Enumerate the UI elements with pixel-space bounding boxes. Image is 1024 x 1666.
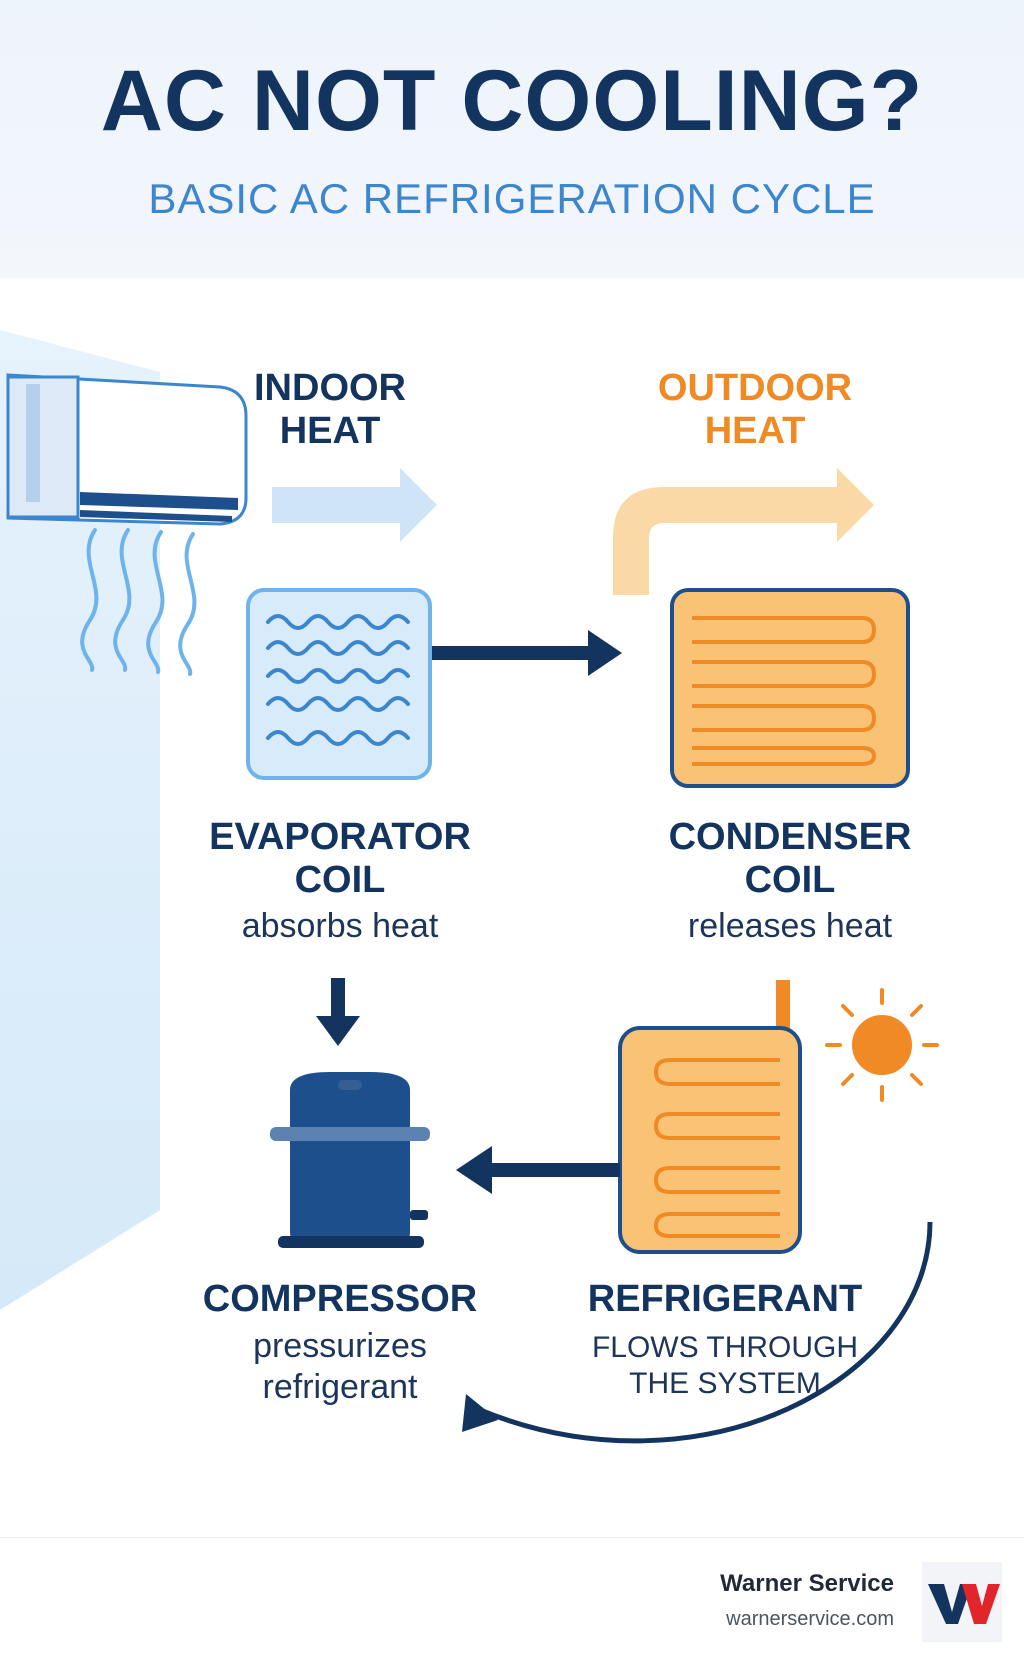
refrigerant-desc-line-2: THE SYSTEM (629, 1367, 821, 1400)
compressor-title: COMPRESSOR (170, 1278, 510, 1321)
ac-unit-icon (6, 373, 248, 676)
outdoor-heat-line-2: HEAT (704, 409, 806, 452)
brand-name[interactable]: Warner Service (720, 1570, 894, 1597)
refrigerant-desc-line-1: FLOWS THROUGH (591, 1331, 859, 1364)
condenser-title: CONDENSER COIL (640, 816, 940, 901)
indoor-heat-label: INDOOR HEAT (210, 367, 450, 452)
brand-logo[interactable] (922, 1562, 1002, 1642)
sun-icon (825, 988, 939, 1102)
compressor-icon (270, 1072, 430, 1248)
condenser-coil-icon (670, 588, 910, 788)
return-flow-arrow (462, 1221, 933, 1444)
compressor-desc: pressurizes refrigerant (170, 1326, 510, 1408)
evaporator-desc: absorbs heat (190, 906, 490, 947)
outdoor-heat-arrow (613, 468, 874, 595)
indoor-heat-line-1: INDOOR (254, 367, 406, 409)
condenser-desc-line-1: releases heat (687, 907, 893, 945)
evaporator-title: EVAPORATOR COIL (190, 816, 490, 901)
indoor-heat-line-2: HEAT (279, 409, 381, 452)
compressor-desc-line-1: pressurizes (253, 1327, 427, 1365)
page-title: AC NOT COOLING? (100, 53, 924, 149)
down-arrow (316, 978, 360, 1046)
outdoor-heat-label: OUTDOOR HEAT (630, 367, 880, 452)
refrigerant-coil-icon (618, 980, 802, 1254)
header: AC NOT COOLING? BASIC AC REFRIGERATION C… (0, 0, 1024, 278)
evaporator-title-line-1: EVAPORATOR (209, 816, 471, 858)
evaporator-desc-line-1: absorbs heat (241, 907, 439, 945)
refrigerant-title: REFRIGERANT (570, 1278, 880, 1321)
evaporator-title-line-2: COIL (294, 858, 386, 901)
evaporator-coil-icon (246, 588, 432, 780)
refrigerant-desc: FLOWS THROUGH THE SYSTEM (570, 1330, 880, 1402)
compressor-desc-line-2: refrigerant (262, 1367, 418, 1406)
refrigerant-to-compressor-arrow (456, 1146, 620, 1194)
compressor-title-line-1: COMPRESSOR (202, 1278, 478, 1320)
condenser-title-line-2: COIL (744, 858, 836, 901)
refrigerant-title-line-1: REFRIGERANT (587, 1278, 863, 1320)
condenser-desc: releases heat (640, 906, 940, 947)
page-subtitle: BASIC AC REFRIGERATION CYCLE (148, 175, 876, 222)
brand-logo-icon (928, 1584, 1000, 1624)
brand-url[interactable]: warnerservice.com (726, 1608, 894, 1630)
evaporator-to-condenser-arrow (432, 630, 622, 676)
condenser-title-line-1: CONDENSER (668, 816, 912, 858)
footer-divider (0, 1537, 1024, 1538)
outdoor-heat-line-1: OUTDOOR (657, 367, 853, 409)
indoor-heat-arrow (272, 468, 437, 542)
